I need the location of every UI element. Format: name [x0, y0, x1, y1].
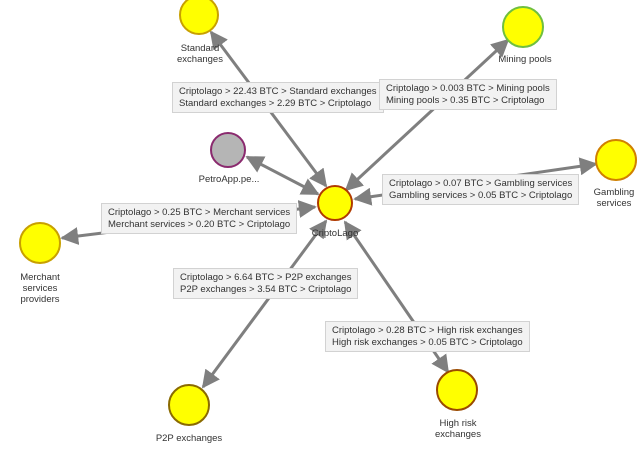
label-merchant-services: Merchant services providers: [20, 272, 60, 305]
node-petroapp[interactable]: [210, 132, 246, 168]
flow-box-gambling: Criptolago > 0.07 BTC > Gambling service…: [382, 174, 580, 205]
node-criptolago[interactable]: [317, 185, 353, 221]
node-merchant-services[interactable]: [19, 222, 61, 264]
node-standard-exchanges[interactable]: [179, 0, 219, 35]
flow-box-merchant: Criptolago > 0.25 BTC > Merchant service…: [101, 203, 298, 234]
label-gambling-services: Gambling services: [593, 187, 635, 209]
label-standard-exchanges: Standard exchanges: [177, 43, 223, 65]
label-p2p-exchanges: P2P exchanges: [155, 433, 223, 444]
node-high-risk-exchanges[interactable]: [436, 369, 478, 411]
flow-box-standard: Criptolago > 22.43 BTC > Standard exchan…: [172, 82, 384, 113]
node-p2p-exchanges[interactable]: [168, 384, 210, 426]
node-gambling-services[interactable]: [595, 139, 637, 181]
label-petroapp: PetroApp.pe...: [198, 174, 260, 185]
edge-mining: [344, 38, 510, 192]
node-mining-pools[interactable]: [502, 6, 544, 48]
flow-box-highrisk: Criptolago > 0.28 BTC > High risk exchan…: [325, 321, 530, 352]
flow-box-p2p: Criptolago > 6.64 BTC > P2P exchanges P2…: [173, 268, 359, 299]
label-mining-pools: Mining pools: [498, 54, 552, 65]
edge-petro: [245, 155, 320, 196]
label-high-risk-exchanges: High risk exchanges: [435, 418, 481, 440]
flow-box-mining: Criptolago > 0.003 BTC > Mining pools Mi…: [379, 79, 557, 110]
label-criptolago: CriptoLago: [311, 228, 359, 239]
edge-p2p: [201, 219, 328, 389]
